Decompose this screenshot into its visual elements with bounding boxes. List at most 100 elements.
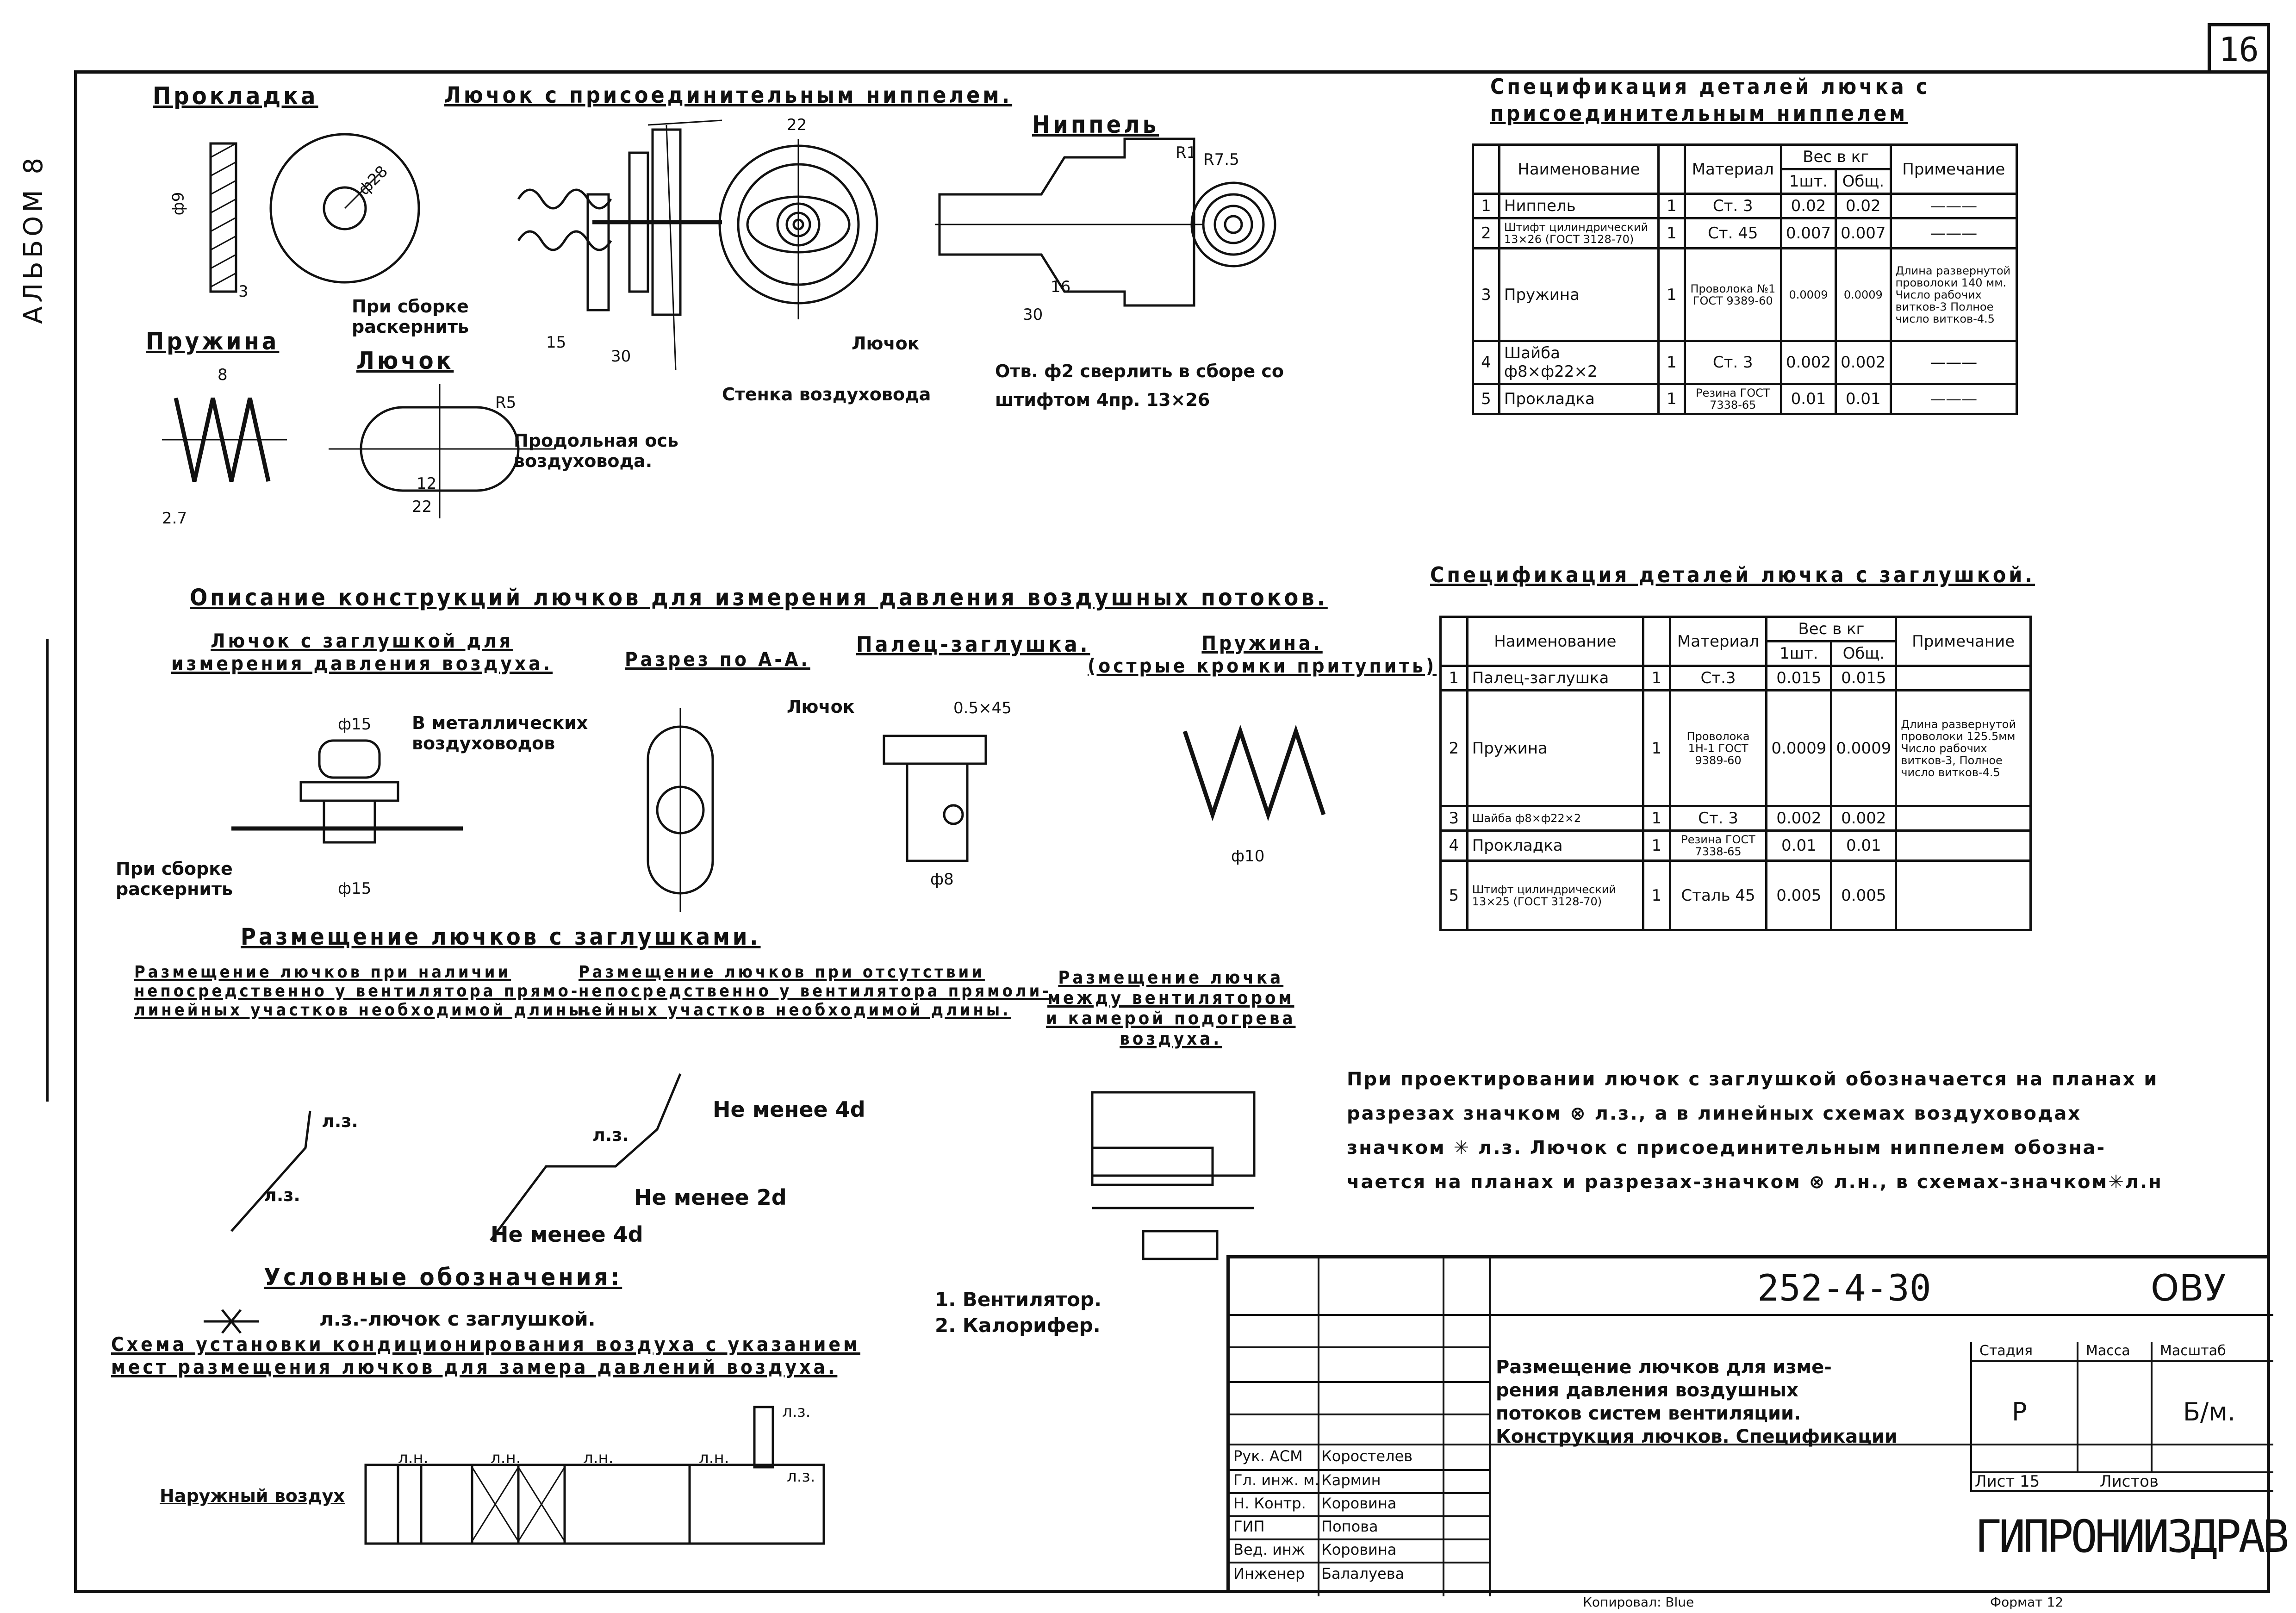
title-gasket: Прокладка bbox=[153, 82, 318, 110]
stamp-person-role-2: Н. Контр. bbox=[1233, 1495, 1306, 1512]
dim-05: 0.5×45 bbox=[953, 699, 1012, 717]
label-outside-air: Наружный воздух bbox=[160, 1486, 345, 1506]
placement2-drawing bbox=[490, 1073, 682, 1241]
stamp-scale-header: Масштаб bbox=[2160, 1343, 2226, 1359]
label-min2d: Не менее 2d bbox=[634, 1185, 787, 1210]
paper-format: Формат 12 bbox=[1990, 1594, 2064, 1610]
title-legend: Условные обозначения: bbox=[264, 1264, 622, 1291]
stamp-person-name-2: Коровина bbox=[1321, 1495, 1397, 1512]
hatch-nipple-assembly bbox=[517, 119, 722, 371]
stamp-person-role-3: ГИП bbox=[1233, 1518, 1265, 1535]
spring2-drawing bbox=[1182, 724, 1326, 822]
section-aa-drawing bbox=[647, 708, 714, 912]
label-lz-1: л.з. bbox=[322, 1111, 358, 1131]
stamp-mass-header: Масса bbox=[2086, 1343, 2130, 1359]
spec2-title: Спецификация деталей лючка с заглушкой. bbox=[1430, 562, 2035, 587]
stamp-person-name-0: Коростелев bbox=[1321, 1447, 1413, 1465]
spec2-table: Наименование Материал Вес в кг Примечани… bbox=[1439, 616, 2032, 931]
dim-8: 8 bbox=[218, 366, 228, 384]
title-finger-plug: Палец-заглушка. bbox=[856, 632, 1090, 657]
gasket-drawing bbox=[209, 133, 420, 293]
dim-d8-plug: ф8 bbox=[930, 870, 954, 889]
label-lz-3: л.з. bbox=[592, 1125, 629, 1145]
dim-3: 3 bbox=[238, 282, 249, 301]
stamp-person-role-5: Инженер bbox=[1233, 1565, 1305, 1582]
title-section-aa: Разрез по А-А. bbox=[625, 648, 810, 671]
stamp-person-role-0: Рук. АСМ bbox=[1233, 1447, 1303, 1465]
stamp-stage-header: Стадия bbox=[1979, 1343, 2033, 1359]
scheme-ln-2: л.н. bbox=[491, 1449, 521, 1467]
dim-16: 16 bbox=[1051, 278, 1071, 296]
label-duct-wall: Стенка воздуховода bbox=[722, 384, 931, 405]
stamp-description: Размещение лючков для изме-рения давлени… bbox=[1496, 1357, 1898, 1447]
title-hatch: Лючок bbox=[356, 347, 454, 375]
scheme-lz-2: л.з. bbox=[787, 1467, 815, 1486]
dim-22b: 22 bbox=[412, 498, 432, 516]
dim-15: 15 bbox=[546, 333, 566, 352]
label-min4d-b: Не менее 4d bbox=[491, 1222, 643, 1247]
title-spring: Пружина bbox=[146, 328, 280, 355]
title-block: 252-4-30 ОВУ Размещение лючков для изме-… bbox=[1226, 1255, 2289, 1596]
dim-d10-spring: ф10 bbox=[1231, 847, 1265, 866]
dim-r5: R5 bbox=[495, 393, 516, 412]
spec1-title: Спецификация деталей лючка с присоединит… bbox=[1490, 74, 1930, 126]
dim-22: 22 bbox=[787, 116, 807, 134]
title-placement: Размещение лючков с заглушками. bbox=[241, 923, 761, 950]
dim-d15-bottom: ф15 bbox=[338, 879, 372, 898]
stamp-person-role-1: Гл. инж. м. bbox=[1233, 1471, 1319, 1489]
finger-plug-drawing bbox=[883, 735, 987, 862]
dim-27: 2.7 bbox=[162, 509, 187, 528]
hatch-slot bbox=[329, 384, 555, 518]
stamp-person-name-1: Кармин bbox=[1321, 1471, 1381, 1489]
dim-12: 12 bbox=[417, 474, 437, 493]
ac-scheme bbox=[364, 1406, 825, 1545]
sheet-number: 16 bbox=[2208, 23, 2270, 73]
legend-item: л.з.-лючок с заглушкой. bbox=[319, 1308, 596, 1330]
stamp-stage: Р bbox=[2012, 1397, 2027, 1426]
stamp-organization: ГИПРОНИИЗДРАВ bbox=[1975, 1511, 2289, 1563]
copied-by: Копировал: Blue bbox=[1583, 1594, 1694, 1610]
title-description: Описание конструкций лючков для измерени… bbox=[190, 584, 1328, 611]
hatch-front-view bbox=[718, 139, 878, 319]
dim-d15: ф15 bbox=[338, 715, 372, 734]
stamp-code: 252-4-30 bbox=[1757, 1268, 1931, 1309]
hatch-plug-drawing bbox=[231, 739, 463, 844]
drawing-frame bbox=[74, 70, 2270, 1593]
placement3-drawing bbox=[1091, 1091, 1256, 1260]
label-min4d: Не менее 4d bbox=[713, 1097, 865, 1122]
scheme-ln-4: л.н. bbox=[699, 1449, 729, 1467]
stamp-sheets: Листов bbox=[2100, 1472, 2159, 1491]
placement1-drawing bbox=[230, 1110, 311, 1232]
margin-ticks bbox=[46, 639, 76, 1102]
scheme-lz-1: л.з. bbox=[782, 1402, 811, 1421]
title-nipple: Ниппель bbox=[1032, 111, 1159, 139]
label-hatch2: Лючок bbox=[787, 697, 855, 717]
stamp-sheet: Лист 15 bbox=[1975, 1472, 2040, 1491]
title-scheme: Схема установки кондиционирования воздух… bbox=[111, 1333, 860, 1378]
dim-r1: R1 bbox=[1176, 143, 1197, 162]
stamp-person-name-5: Балалуева bbox=[1321, 1565, 1405, 1582]
dim-d9: ф9 bbox=[169, 192, 188, 216]
legend-symbol bbox=[204, 1309, 259, 1334]
fan-list: 1. Вентилятор.2. Калорифер. bbox=[935, 1288, 1102, 1337]
dim-r75: R7.5 bbox=[1203, 150, 1239, 169]
stamp-person-role-4: Вед. инж bbox=[1233, 1541, 1305, 1558]
title-hatch-nipple: Лючок с присоединительным ниппелем. bbox=[444, 82, 1013, 108]
scheme-ln-3: л.н. bbox=[583, 1449, 614, 1467]
label-lz-2: л.з. bbox=[264, 1185, 300, 1205]
